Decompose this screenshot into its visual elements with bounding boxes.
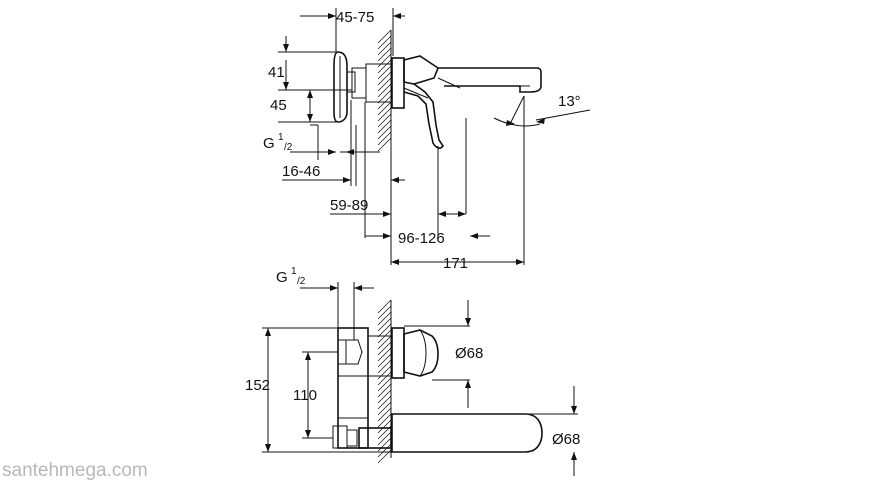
hatch-line <box>377 77 392 92</box>
hatch-line <box>377 71 392 86</box>
hatch-line <box>377 131 392 146</box>
hatch-line <box>377 101 392 116</box>
dim-96-126: 96-126 <box>398 230 445 247</box>
dim-g-frac-den-top: /2 <box>284 142 293 153</box>
handle-bottom <box>391 327 439 379</box>
dim-171: 171 <box>443 255 468 272</box>
bottom-view: G 1 /2 152 110 Ø68 Ø68 <box>245 266 580 476</box>
dim-diameter-68-lower: Ø68 <box>552 431 580 448</box>
hatch-line <box>377 299 392 314</box>
dim-g-thread-top: G <box>263 135 275 152</box>
lever-handle-top <box>403 55 444 149</box>
hatch-line <box>377 383 392 398</box>
hatch-line <box>377 59 392 74</box>
valve-body-bottom <box>332 327 392 449</box>
hatch-line <box>377 371 392 386</box>
hatch-line <box>377 305 392 320</box>
spout-bottom <box>358 413 543 453</box>
dimension-lines-top <box>282 13 591 265</box>
hatch-line <box>377 83 392 98</box>
hatch-line <box>377 395 392 410</box>
dim-45: 45 <box>270 97 287 114</box>
dim-angle-13: 13° <box>558 93 581 110</box>
hatch-line <box>377 389 392 404</box>
dim-diameter-68-upper: Ø68 <box>455 345 483 362</box>
hatch-line <box>377 353 392 368</box>
hatch-line <box>377 119 392 134</box>
hatch-line <box>377 125 392 140</box>
dim-g-frac-num-top: 1 <box>278 132 284 143</box>
hatch-line <box>377 53 392 68</box>
hatch-line <box>377 341 392 356</box>
hatch-line <box>377 407 392 422</box>
extension-lines-top <box>278 8 525 265</box>
valve-body-top <box>333 51 405 123</box>
hatch-line <box>377 365 392 380</box>
spout-top <box>437 67 542 93</box>
hatch-line <box>377 347 392 362</box>
hatch-line <box>377 29 392 44</box>
dim-g-frac-num-bottom: 1 <box>291 266 297 277</box>
hatch-line <box>377 359 392 374</box>
wall-hatch-top <box>377 29 392 152</box>
dim-45-75: 45-75 <box>336 9 374 26</box>
hatch-line <box>377 335 392 350</box>
extension-lines-bottom <box>262 282 578 453</box>
hatch-line <box>377 401 392 416</box>
dim-41: 41 <box>268 64 285 81</box>
hatch-line <box>377 35 392 50</box>
dim-16-46: 16-46 <box>282 163 320 180</box>
hatch-line <box>377 323 392 338</box>
dim-g-frac-den-bottom: /2 <box>297 276 306 287</box>
hatch-line <box>377 311 392 326</box>
hatch-line <box>377 113 392 128</box>
hatch-line <box>377 443 392 458</box>
hatch-line <box>377 419 392 434</box>
hatch-line <box>377 377 392 392</box>
top-view: 45-75 41 45 G 1 /2 16-46 59-89 96-126 17… <box>263 8 591 272</box>
hatch-line <box>377 107 392 122</box>
hatch-line <box>377 41 392 56</box>
hatch-line <box>377 47 392 62</box>
dim-152: 152 <box>245 377 270 394</box>
hatch-line <box>377 413 392 428</box>
dimension-lines-bottom <box>265 285 577 476</box>
wall-hatch-bottom <box>377 299 392 464</box>
hatch-line <box>377 437 392 452</box>
hatch-line <box>377 65 392 80</box>
hatch-line <box>377 431 392 446</box>
hatch-line <box>377 137 392 152</box>
dim-g-thread-bottom: G <box>276 269 288 286</box>
dim-59-89: 59-89 <box>330 197 368 214</box>
hatch-line <box>377 317 392 332</box>
watermark: santehmega.com <box>2 460 148 481</box>
dim-110: 110 <box>293 387 317 404</box>
hatch-line <box>377 89 392 104</box>
